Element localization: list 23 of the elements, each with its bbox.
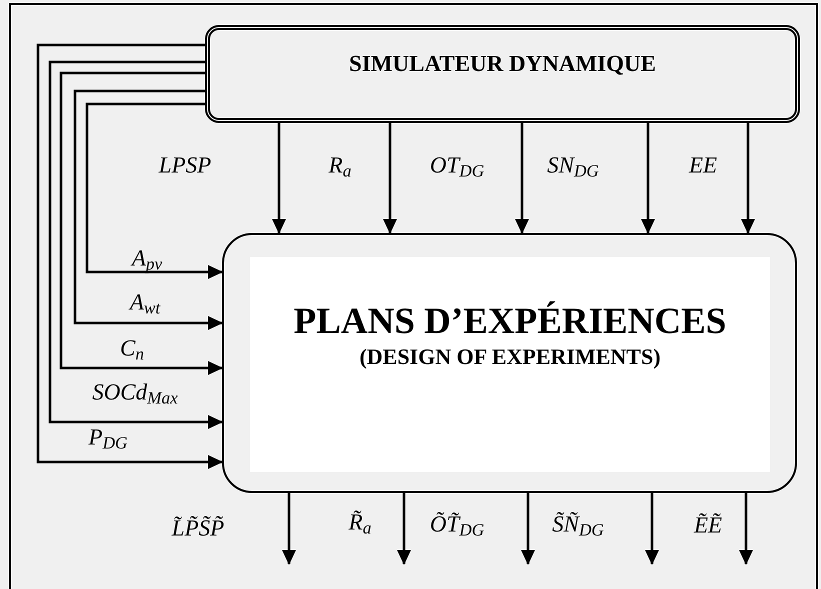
edge-label: R̃$_{a}$ [346,510,374,534]
arrow [515,123,529,234]
arrow [739,493,753,565]
arrow [272,123,286,234]
arrow [36,44,223,469]
arrow [48,60,223,429]
arrow [641,123,655,234]
arrow [282,493,296,565]
arrow [397,493,411,565]
arrow [74,90,223,330]
arrow [521,493,535,565]
edge-label: S̃Ñ$_{DG}$ [550,512,606,536]
process-box [222,233,797,493]
arrow [645,493,659,565]
arrow [383,123,397,234]
edge-label: SOCd$_{Max}$ [90,380,180,404]
box-title: PLANS D’EXPÉRIENCES [294,303,726,340]
arrow [741,123,755,234]
box-title: SIMULATEUR DYNAMIQUE [349,52,656,75]
process-box [205,25,800,123]
box-subtitle: (DESIGN OF EXPERIMENTS) [359,346,661,368]
arrow [60,72,223,375]
arrow [86,102,223,279]
